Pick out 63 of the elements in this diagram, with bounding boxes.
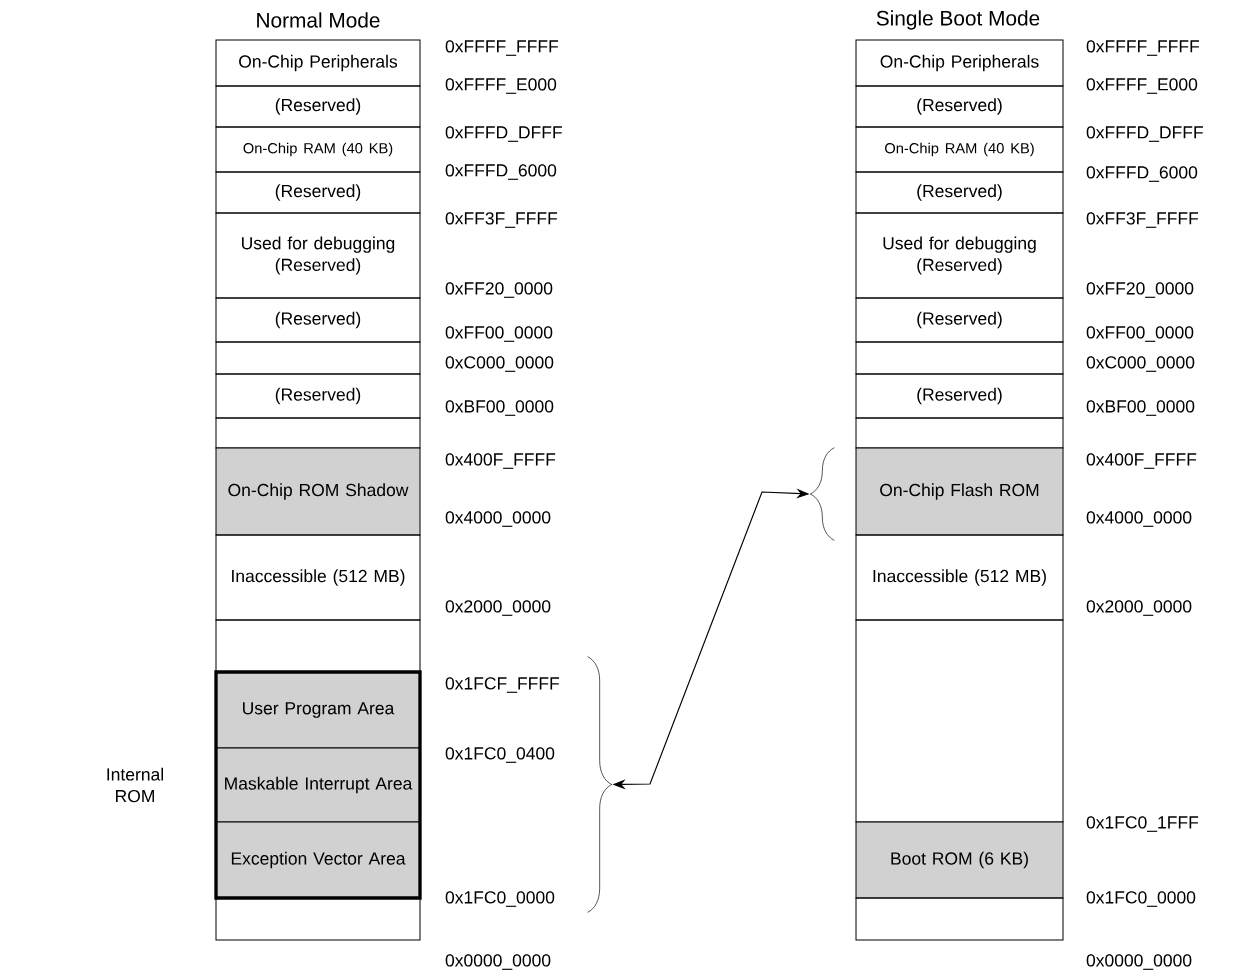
address-label: 0xBF00_0000 bbox=[445, 400, 554, 416]
address-label: 0x4000_0000 bbox=[445, 511, 551, 527]
memory-region-box: (Reserved) bbox=[215, 171, 421, 214]
memory-region-box: (Reserved) bbox=[215, 297, 421, 343]
memory-region-box: Boot ROM (6 KB) bbox=[855, 821, 1064, 899]
address-label: 0xFFFD_DFFF bbox=[1086, 126, 1203, 142]
address-label: 0xFFFD_6000 bbox=[445, 164, 557, 180]
memory-region-box: (Reserved) bbox=[855, 297, 1064, 343]
address-label: 0xFF00_0000 bbox=[445, 326, 553, 342]
address-label: 0xBF00_0000 bbox=[1086, 400, 1195, 416]
address-label: 0xFF00_0000 bbox=[1086, 326, 1194, 342]
memory-region-box: Used for debugging (Reserved) bbox=[215, 212, 421, 299]
address-label: 0x400F_FFFF bbox=[1086, 453, 1197, 469]
memory-region-box bbox=[215, 897, 421, 941]
memory-region-box: On-Chip Flash ROM bbox=[855, 447, 1064, 536]
memory-region-box: Used for debugging (Reserved) bbox=[855, 212, 1064, 299]
memory-region-box: (Reserved) bbox=[855, 85, 1064, 128]
address-label: 0xFFFF_E000 bbox=[445, 78, 557, 94]
address-label: 0xC000_0000 bbox=[445, 356, 554, 372]
column-title: Normal Mode bbox=[257, 12, 380, 28]
address-label: 0xFFFF_FFFF bbox=[445, 40, 559, 56]
memory-region-box bbox=[215, 619, 421, 673]
region-label: Internal ROM bbox=[107, 767, 163, 803]
curly-brace bbox=[587, 656, 612, 913]
memory-region-box: On-Chip Peripherals bbox=[855, 39, 1064, 87]
address-label: 0xFF3F_FFFF bbox=[445, 212, 558, 228]
address-label: 0xFF3F_FFFF bbox=[1086, 212, 1199, 228]
curly-brace bbox=[810, 447, 835, 541]
address-label: 0x1FC0_0000 bbox=[445, 891, 555, 907]
memory-region-box: On-Chip Peripherals bbox=[215, 39, 421, 87]
address-label: 0xFFFD_DFFF bbox=[445, 126, 562, 142]
address-label: 0xFF20_0000 bbox=[1086, 282, 1194, 298]
address-label: 0x2000_0000 bbox=[445, 600, 551, 616]
address-label: 0x0000_0000 bbox=[1086, 954, 1192, 970]
address-label: 0x1FC0_0400 bbox=[445, 747, 555, 763]
address-label: 0x400F_FFFF bbox=[445, 453, 556, 469]
address-label: 0x1FCF_FFFF bbox=[445, 677, 560, 693]
memory-region-box bbox=[855, 341, 1064, 375]
address-label: 0x2000_0000 bbox=[1086, 600, 1192, 616]
memory-region-box: (Reserved) bbox=[215, 373, 421, 419]
column-title: Single Boot Mode bbox=[876, 10, 1040, 30]
memory-region-box: User Program Area bbox=[215, 671, 421, 749]
address-label: 0x4000_0000 bbox=[1086, 511, 1192, 527]
memory-region-box: On-Chip ROM Shadow bbox=[215, 447, 421, 536]
address-label: 0x1FC0_1FFF bbox=[1086, 816, 1199, 832]
memory-region-box: (Reserved) bbox=[855, 373, 1064, 419]
memory-region-box: (Reserved) bbox=[855, 171, 1064, 214]
memory-region-box: Maskable Interrupt Area bbox=[215, 747, 421, 823]
memory-region-box: Inaccessible (512 MB) bbox=[855, 534, 1064, 621]
address-label: 0x1FC0_0000 bbox=[1086, 891, 1196, 907]
memory-region-box: Inaccessible (512 MB) bbox=[215, 534, 421, 621]
memory-region-box: Exception Vector Area bbox=[215, 821, 421, 899]
address-label: 0xFFFF_E000 bbox=[1086, 78, 1198, 94]
address-label: 0xFFFD_6000 bbox=[1086, 166, 1198, 182]
memory-region-box: (Reserved) bbox=[215, 85, 421, 128]
memory-region-box: On-Chip RAM (40 KB) bbox=[215, 126, 421, 173]
memory-region-box bbox=[215, 341, 421, 375]
address-label: 0xC000_0000 bbox=[1086, 356, 1195, 372]
address-label: 0xFF20_0000 bbox=[445, 282, 553, 298]
address-label: 0x0000_0000 bbox=[445, 954, 551, 970]
memory-region-box bbox=[855, 897, 1064, 941]
memory-region-box: On-Chip RAM (40 KB) bbox=[855, 126, 1064, 173]
address-label: 0xFFFF_FFFF bbox=[1086, 40, 1200, 56]
